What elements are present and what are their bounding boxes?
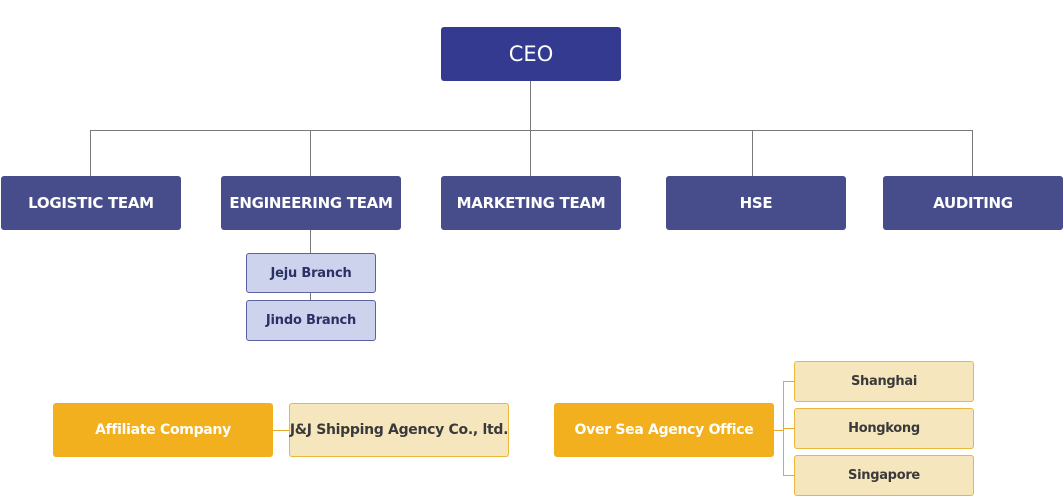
affiliate-name-box[interactable]: J&J Shipping Agency Co., ltd. <box>289 403 509 457</box>
team-engineering[interactable]: ENGINEERING TEAM <box>221 176 401 230</box>
office-hongkong[interactable]: Hongkong <box>794 408 974 449</box>
drop-marketing <box>530 130 531 177</box>
office-tick-singapore <box>783 475 795 476</box>
affiliate-name: J&J Shipping Agency Co., ltd. <box>289 422 509 438</box>
drop-auditing <box>972 130 973 177</box>
branch-label: Jeju Branch <box>270 265 352 281</box>
drop-engineering <box>310 130 311 177</box>
team-label: AUDITING <box>933 194 1013 212</box>
office-shanghai[interactable]: Shanghai <box>794 361 974 402</box>
office-label: Singapore <box>848 468 920 483</box>
affiliate-label: Affiliate Company <box>95 422 231 438</box>
team-label: LOGISTIC TEAM <box>28 194 154 212</box>
office-tick-shanghai <box>783 381 795 382</box>
overseas-office-box[interactable]: Over Sea Agency Office <box>554 403 774 457</box>
team-logistic[interactable]: LOGISTIC TEAM <box>1 176 181 230</box>
ceo-stem <box>530 80 531 131</box>
drop-logistic <box>90 130 91 177</box>
drop-hse <box>752 130 753 177</box>
office-label: Hongkong <box>848 421 920 436</box>
team-marketing[interactable]: MARKETING TEAM <box>441 176 621 230</box>
office-tick-hongkong <box>783 428 795 429</box>
team-hse[interactable]: HSE <box>666 176 846 230</box>
team-auditing[interactable]: AUDITING <box>883 176 1063 230</box>
team-label: ENGINEERING TEAM <box>229 194 393 212</box>
office-label: Shanghai <box>850 374 918 389</box>
team-bus <box>90 130 973 131</box>
affiliate-company-box[interactable]: Affiliate Company <box>53 403 273 457</box>
office-singapore[interactable]: Singapore <box>794 455 974 496</box>
branch-jindo[interactable]: Jindo Branch <box>246 300 376 341</box>
team-label: MARKETING TEAM <box>456 194 606 212</box>
overseas-label: Over Sea Agency Office <box>574 422 754 438</box>
ceo-label: CEO <box>508 42 554 66</box>
branch-label: Jindo Branch <box>265 313 357 328</box>
ceo-box[interactable]: CEO <box>441 27 621 81</box>
branch-jeju[interactable]: Jeju Branch <box>246 253 376 293</box>
team-label: HSE <box>739 194 773 212</box>
overseas-connector <box>773 430 784 431</box>
affiliate-connector <box>272 430 290 431</box>
